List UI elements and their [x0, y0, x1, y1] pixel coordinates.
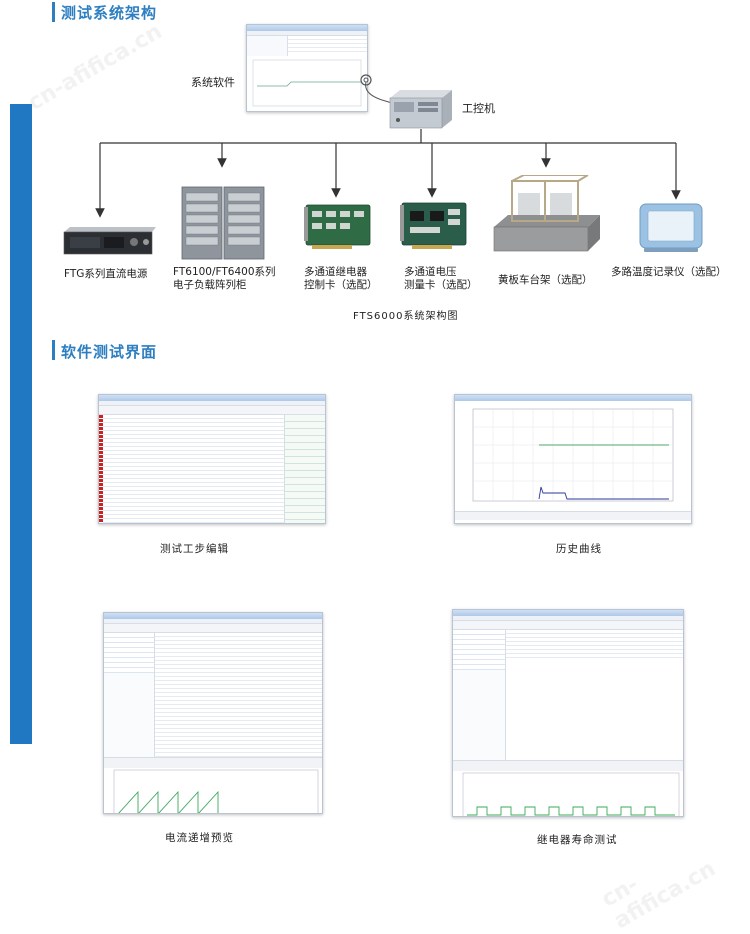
watermark: cn-afifica.cn	[23, 19, 167, 116]
diagram-caption: FTS6000系统架构图	[353, 311, 459, 322]
current-ramp-screenshot	[103, 612, 323, 814]
section-marker	[52, 340, 55, 360]
device-label: 电子负载阵列柜	[173, 279, 247, 291]
industrial-pc-image	[389, 90, 452, 129]
system-software-screenshot	[246, 24, 368, 112]
test-bench-image	[493, 175, 600, 252]
software-ipc-link	[360, 74, 403, 107]
screenshot-caption: 测试工步编辑	[160, 543, 229, 555]
screenshot-caption: 历史曲线	[556, 543, 602, 555]
watermark: cn-afifica.cn	[597, 856, 720, 934]
section-marker	[52, 2, 55, 22]
relay-card-image	[304, 204, 371, 249]
device-label: 多路温度记录仪（选配）	[611, 266, 727, 278]
device-label: 测量卡（选配）	[404, 279, 478, 291]
side-accent-bar	[10, 104, 32, 744]
dc-power-supply-image	[63, 227, 156, 255]
screenshot-caption: 继电器寿命测试	[537, 834, 618, 846]
device-label: FTG系列直流电源	[64, 268, 148, 280]
voltage-card-image	[400, 202, 467, 249]
architecture-connectors	[95, 129, 681, 218]
step-editor-screenshot	[98, 394, 326, 524]
history-curve-screenshot	[454, 394, 692, 524]
relay-life-test-screenshot	[452, 609, 684, 817]
temperature-recorder-image	[639, 203, 703, 252]
device-label: 多通道电压	[404, 266, 457, 278]
device-label: 多通道继电器	[304, 266, 367, 278]
section-title-architecture: 测试系统架构	[61, 4, 158, 22]
section-title-software: 软件测试界面	[61, 343, 158, 361]
device-label: 黄板车台架（选配）	[498, 274, 593, 286]
screenshot-caption: 电流递增预览	[165, 832, 234, 844]
ipc-label: 工控机	[462, 102, 495, 115]
device-label: 控制卡（选配）	[304, 279, 378, 291]
system-software-label: 系统软件	[191, 76, 235, 89]
device-label: FT6100/FT6400系列	[173, 266, 276, 278]
electronic-load-cabinet-image	[181, 186, 265, 260]
